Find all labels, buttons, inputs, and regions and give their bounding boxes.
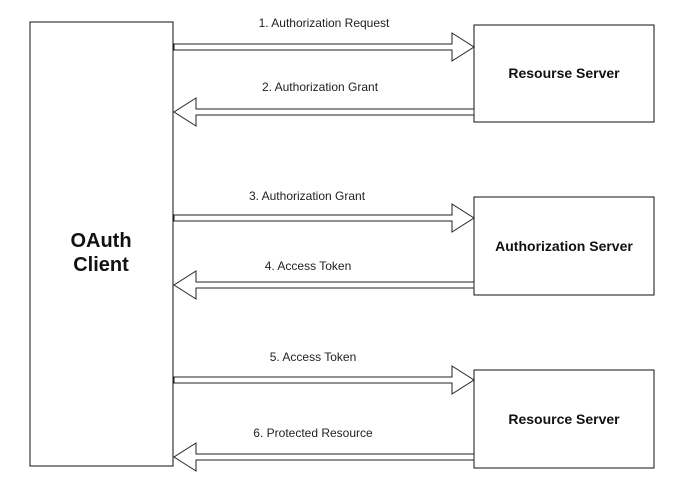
arrow-6-label: 6. Protected Resource xyxy=(253,426,373,440)
arrow-3-label: 3. Authorization Grant xyxy=(249,189,366,203)
resource-server-2-label: Resource Server xyxy=(508,411,620,427)
resource-server-1-label: Resourse Server xyxy=(508,65,620,81)
client-node: OAuth Client xyxy=(29,21,174,467)
resource-server-1-box xyxy=(473,24,655,123)
arrow-4-access-token: 4. Access Token xyxy=(173,259,475,300)
arrow-6-protected-resource: 6. Protected Resource xyxy=(173,426,475,472)
authorization-server-label: Authorization Server xyxy=(495,238,633,254)
arrow-5-label: 5. Access Token xyxy=(270,350,357,364)
arrow-3-authorization-grant: 3. Authorization Grant xyxy=(173,189,475,233)
arrow-1-label: 1. Authorization Request xyxy=(259,16,390,30)
arrow-6-shape xyxy=(173,442,475,472)
arrow-5-shape xyxy=(173,365,475,395)
client-label-line1: OAuth xyxy=(70,230,131,252)
resource-server-1-node: Resourse Server xyxy=(473,24,655,123)
arrow-4-label: 4. Access Token xyxy=(265,259,352,273)
authorization-server-node: Authorization Server xyxy=(473,196,655,296)
arrow-5-access-token: 5. Access Token xyxy=(173,350,475,395)
arrow-4-shape xyxy=(173,270,475,300)
client-label-line2: Client xyxy=(73,254,129,276)
authorization-server-box xyxy=(473,196,655,296)
client-box xyxy=(29,21,174,467)
resource-server-2-node: Resource Server xyxy=(473,369,655,469)
arrow-1-authorization-request: 1. Authorization Request xyxy=(173,16,475,62)
arrow-3-shape xyxy=(173,203,475,233)
arrow-2-shape xyxy=(173,97,475,127)
arrow-2-authorization-grant: 2. Authorization Grant xyxy=(173,80,475,127)
resource-server-2-box xyxy=(473,369,655,469)
arrow-1-shape xyxy=(173,32,475,62)
arrow-2-label: 2. Authorization Grant xyxy=(262,80,379,94)
